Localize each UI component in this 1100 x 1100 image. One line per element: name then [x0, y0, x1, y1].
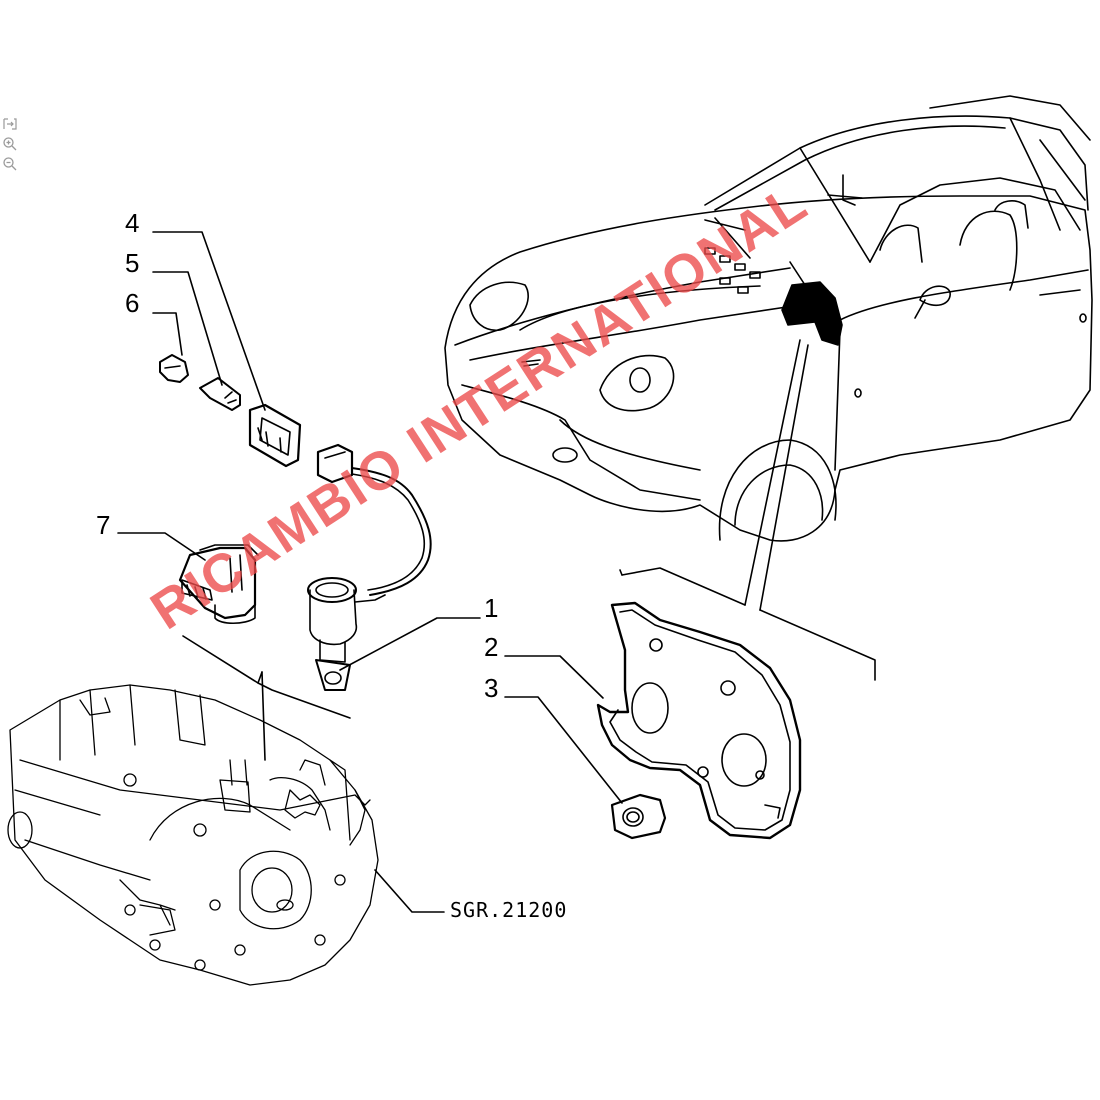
car-leader-lines: [619, 339, 876, 681]
gearbox-leader: [182, 635, 351, 761]
zoom-out-icon[interactable]: [2, 156, 18, 172]
part-2-bracket: [596, 601, 802, 840]
part-4-connector: [248, 403, 302, 468]
callout-6: 6: [125, 288, 140, 318]
part-3-nut: [610, 793, 667, 840]
callout-3: 3: [484, 673, 499, 703]
callout-leaders: [117, 231, 623, 913]
part-5-terminal: [199, 377, 241, 411]
reference-label: SGR.21200: [450, 898, 568, 922]
callout-2: 2: [484, 632, 499, 662]
callout-1: 1: [484, 593, 499, 623]
part-6-bolt: [159, 354, 189, 383]
car-illustration: [444, 95, 1093, 542]
viewer-toolbar: [2, 116, 20, 176]
callout-7: 7: [96, 510, 111, 540]
callout-4: 4: [125, 208, 140, 238]
part-7-sensor: [178, 544, 259, 625]
fit-page-icon[interactable]: [2, 116, 18, 132]
gearbox-illustration: [7, 684, 379, 986]
zoom-in-icon[interactable]: [2, 136, 18, 152]
part-1-sensor: [307, 443, 432, 691]
callout-5: 5: [125, 248, 140, 278]
